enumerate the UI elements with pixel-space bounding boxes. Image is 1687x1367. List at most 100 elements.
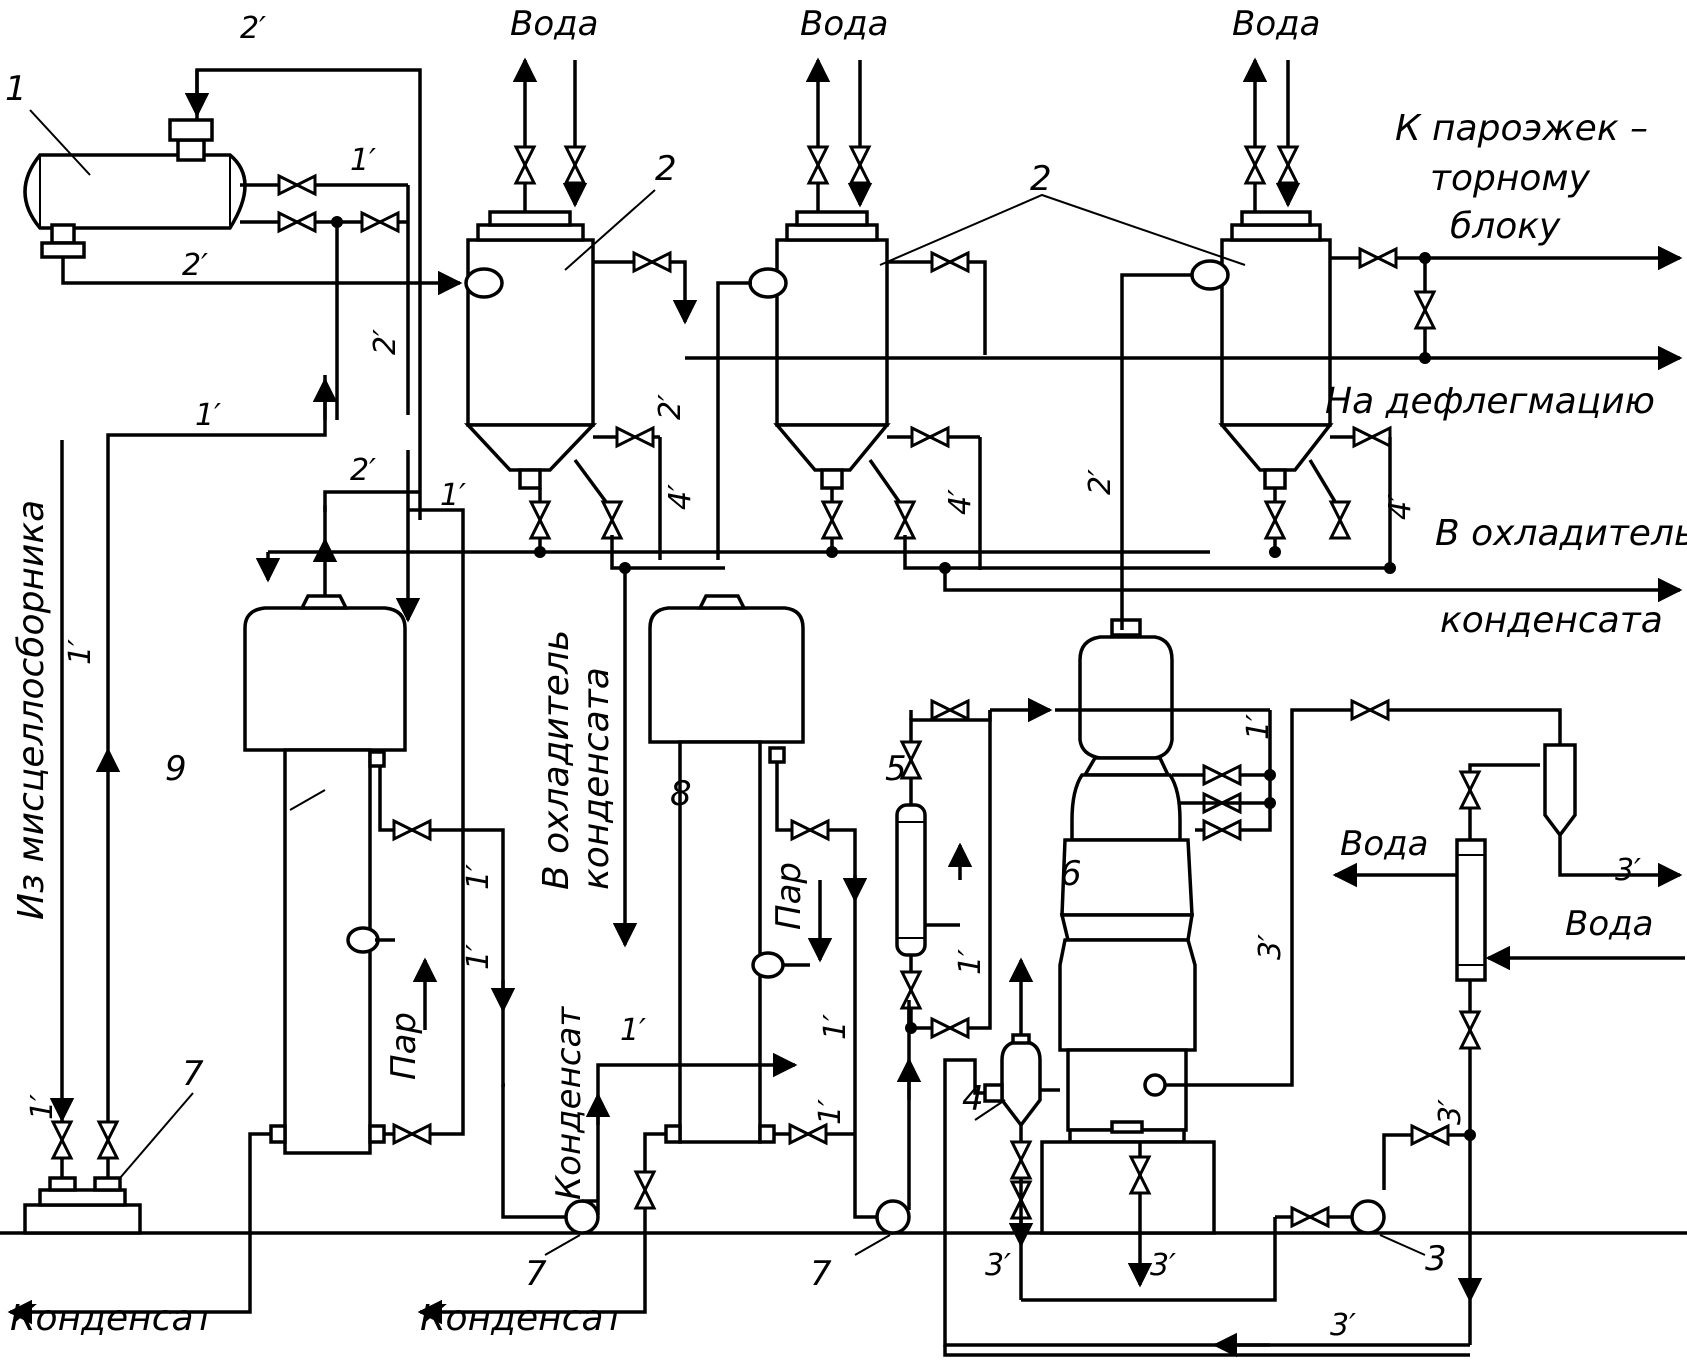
valve[interactable]	[615, 426, 655, 448]
valve[interactable]	[1358, 247, 1398, 269]
flow-mark: 3′	[1433, 1099, 1468, 1125]
flow-mark: 3′	[1150, 1248, 1176, 1283]
valve[interactable]	[930, 1017, 970, 1039]
valve[interactable]	[1202, 764, 1242, 786]
steam-label-1: Пар	[384, 1012, 424, 1080]
flow-mark: 2′	[368, 329, 403, 355]
condenser-2c	[1190, 210, 1334, 490]
flow-mark: 2′	[1083, 469, 1118, 495]
valve[interactable]	[849, 145, 871, 185]
heater-5	[895, 803, 927, 957]
valve[interactable]	[1290, 1206, 1330, 1228]
flow-mark: 1′	[63, 639, 98, 665]
condenser-2b	[748, 210, 891, 490]
column-8	[648, 594, 805, 1144]
number-2a: 2	[655, 149, 677, 189]
valve[interactable]	[277, 174, 317, 196]
separator-4	[983, 1033, 1042, 1128]
valve[interactable]	[277, 211, 317, 233]
valve[interactable]	[930, 251, 970, 273]
valve[interactable]	[910, 426, 950, 448]
condensate-label-1: Конденсат	[10, 1298, 216, 1339]
valve[interactable]	[632, 251, 672, 273]
pump-7a	[564, 1199, 600, 1235]
flow-mark: 1′	[440, 478, 466, 513]
valve[interactable]	[1277, 145, 1299, 185]
valve[interactable]	[514, 145, 536, 185]
water-label-2: Вода	[800, 4, 888, 44]
separator-small	[1543, 743, 1577, 838]
number-7c: 7	[810, 1254, 832, 1294]
vessel-1	[23, 118, 247, 259]
steam-label-2: Пар	[769, 862, 809, 930]
cooler-label: В охладитель	[1435, 513, 1687, 554]
valve[interactable]	[1202, 819, 1242, 841]
valve[interactable]	[360, 211, 400, 233]
condensate-word-label: конденсата	[1440, 600, 1663, 641]
dephlegmation-label: На дефлегмацию	[1325, 381, 1655, 422]
valve[interactable]	[529, 500, 551, 540]
valve[interactable]	[564, 145, 586, 185]
valve[interactable]	[1459, 770, 1481, 810]
valve[interactable]	[1350, 699, 1390, 721]
valve[interactable]	[1264, 500, 1286, 540]
pump-7b	[875, 1199, 911, 1235]
flow-mark: 1′	[461, 864, 496, 890]
valve[interactable]	[1352, 426, 1392, 448]
flow-mark: 1′	[620, 1013, 646, 1048]
valve[interactable]	[1410, 1124, 1450, 1146]
flow-mark: 1′	[25, 1094, 60, 1120]
water-label-out: Вода	[1340, 824, 1428, 864]
valve[interactable]	[1010, 1140, 1032, 1180]
bottom-lines	[529, 426, 1392, 570]
flow-mark: 3′	[985, 1248, 1011, 1283]
number-4: 4	[962, 1079, 984, 1119]
valve[interactable]	[97, 1120, 119, 1160]
valve[interactable]	[900, 970, 922, 1010]
valve[interactable]	[1329, 500, 1351, 540]
flow-mark: 4′	[943, 489, 978, 515]
valve[interactable]	[51, 1120, 73, 1160]
flow-mark: 1′	[350, 143, 376, 178]
valve[interactable]	[1414, 290, 1436, 330]
valve[interactable]	[601, 500, 623, 540]
flow-mark: 4′	[1383, 494, 1418, 520]
condensate-vertical-label: Конденсат	[549, 1006, 589, 1200]
valve[interactable]	[894, 500, 916, 540]
flow-mark: 1′	[461, 944, 496, 970]
number-6: 6	[1060, 854, 1082, 894]
valve[interactable]	[392, 1123, 432, 1145]
column-6	[1040, 618, 1216, 1235]
water-label-3: Вода	[1232, 4, 1320, 44]
number-2b: 2	[1030, 159, 1052, 199]
pump-3	[1350, 1199, 1386, 1235]
valve[interactable]	[1459, 1010, 1481, 1050]
to-ejector-label-1: К пароэжек –	[1395, 108, 1648, 149]
column-9	[243, 594, 407, 1155]
flow-mark: 2′	[350, 453, 376, 488]
water-label-in: Вода	[1565, 904, 1653, 944]
valve[interactable]	[807, 145, 829, 185]
flow-mark: 1′	[953, 949, 988, 975]
flow-mark: 2′	[182, 248, 208, 283]
valve[interactable]	[788, 1123, 828, 1145]
to-cooler-vertical-label-1: В охладитель	[536, 630, 577, 890]
flow-mark: 1′	[195, 398, 221, 433]
valve[interactable]	[634, 1170, 656, 1210]
condensate-label-2: Конденсат	[420, 1298, 626, 1339]
number-7a: 7	[182, 1054, 204, 1094]
column-6-valves	[1055, 708, 1276, 841]
cooler	[1455, 838, 1487, 982]
number-7b: 7	[525, 1254, 547, 1294]
flow-mark: 1′	[818, 1014, 853, 1040]
valve[interactable]	[930, 699, 970, 721]
valve[interactable]	[392, 819, 432, 841]
valve[interactable]	[821, 500, 843, 540]
number-8: 8	[670, 774, 692, 814]
flow-mark: 2′	[240, 11, 266, 46]
valve[interactable]	[1244, 145, 1266, 185]
number-1: 1	[5, 69, 27, 109]
valve[interactable]	[790, 819, 830, 841]
flow-mark: 3′	[1253, 934, 1288, 960]
